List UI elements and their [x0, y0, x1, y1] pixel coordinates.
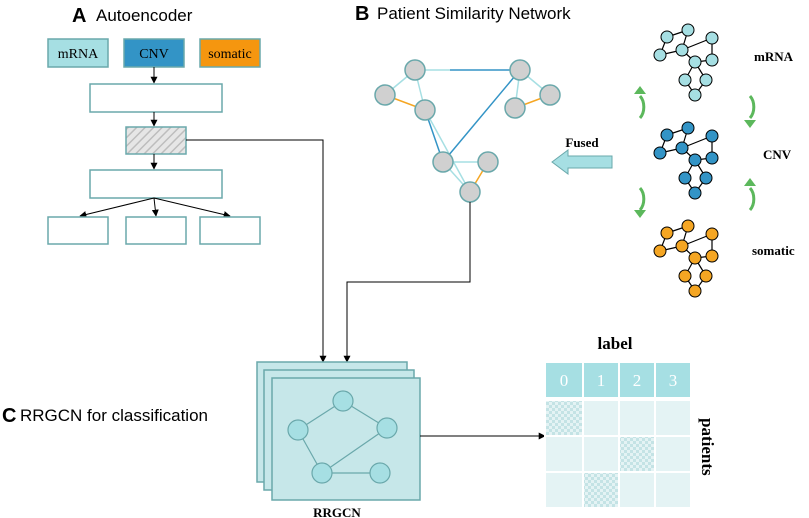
cycle-arrow-left-top	[638, 94, 646, 120]
matrix-cell-r3-c1	[582, 471, 620, 509]
decoder-layer-box	[89, 169, 223, 199]
matrix-cell-r1-c0	[544, 399, 584, 437]
cycle-arrow-right-top	[748, 94, 756, 120]
patients-label: patients	[698, 418, 717, 476]
input-label-mrna: mRNA	[58, 47, 99, 62]
matrix-cell-r3-c2	[618, 471, 656, 509]
fused-network	[374, 59, 561, 203]
output-box-2	[125, 216, 187, 245]
network-cnv	[653, 121, 719, 200]
matrix-cell-r2-c1	[582, 435, 620, 473]
network-label-cnv: CNV	[763, 147, 792, 162]
cycle-arrows	[634, 86, 756, 218]
matrix-cell-r3-c3	[654, 471, 692, 509]
matrix-cell-r2-c0	[544, 435, 584, 473]
network-label-somatic: somatic	[752, 243, 795, 258]
panel-a-letter: A	[72, 5, 86, 27]
network-mrna	[653, 23, 719, 102]
cycle-arrow-right-bottom	[748, 186, 756, 212]
class-label-1: 1	[597, 371, 606, 390]
panel-c-title: RRGCN for classification	[20, 406, 208, 425]
panel-c-letter: C	[2, 405, 16, 427]
label-header: label	[598, 334, 633, 353]
arrow-decoder-to-output-2	[151, 197, 159, 217]
class-label-0: 0	[560, 371, 569, 390]
panel-b-letter: B	[355, 3, 369, 25]
panel-b-title: Patient Similarity Network	[377, 4, 571, 23]
arrow-network-to-rrgcn	[343, 202, 471, 363]
output-box-1	[47, 216, 109, 245]
network-somatic	[653, 219, 719, 298]
encoder-layer-box	[89, 83, 223, 113]
matrix-cell-r2-c2	[618, 435, 656, 473]
output-box-3	[199, 216, 261, 245]
arrow-decoder-to-output-1	[79, 197, 155, 218]
fused-label: Fused	[565, 135, 599, 150]
matrix-cell-r3-c0	[544, 471, 584, 509]
matrix-cell-r1-c1	[582, 399, 620, 437]
input-label-cnv: CNV	[139, 47, 169, 62]
label-matrix: 0 1 2 3	[544, 361, 692, 509]
network-label-mrna: mRNA	[754, 49, 794, 64]
input-label-somatic: somatic	[208, 47, 252, 62]
rrgcn-graph	[287, 390, 398, 484]
arrow-decoder-to-output-3	[153, 197, 231, 218]
cycle-arrow-left-bottom	[638, 186, 646, 212]
class-label-3: 3	[669, 371, 678, 390]
class-label-2: 2	[633, 371, 642, 390]
panel-b-similarity-network: B Patient Similarity Network	[343, 3, 795, 363]
matrix-cell-r1-c2	[618, 399, 656, 437]
matrix-cell-r1-c3	[654, 399, 692, 437]
bottleneck-box	[125, 126, 187, 155]
rrgcn-label: RRGCN	[313, 505, 361, 518]
panel-c-rrgcn: C RRGCN for classification RRGCN	[2, 334, 717, 518]
input-box-somatic	[199, 38, 261, 68]
fused-arrow	[551, 149, 613, 175]
arrow-bottleneck-to-rrgcn	[186, 139, 327, 363]
input-box-mrna	[47, 38, 109, 68]
panel-a-autoencoder: A Autoencoder mRNA CNV somatic	[47, 5, 327, 363]
matrix-cell-r2-c3	[654, 435, 692, 473]
panel-a-title: Autoencoder	[96, 6, 193, 25]
